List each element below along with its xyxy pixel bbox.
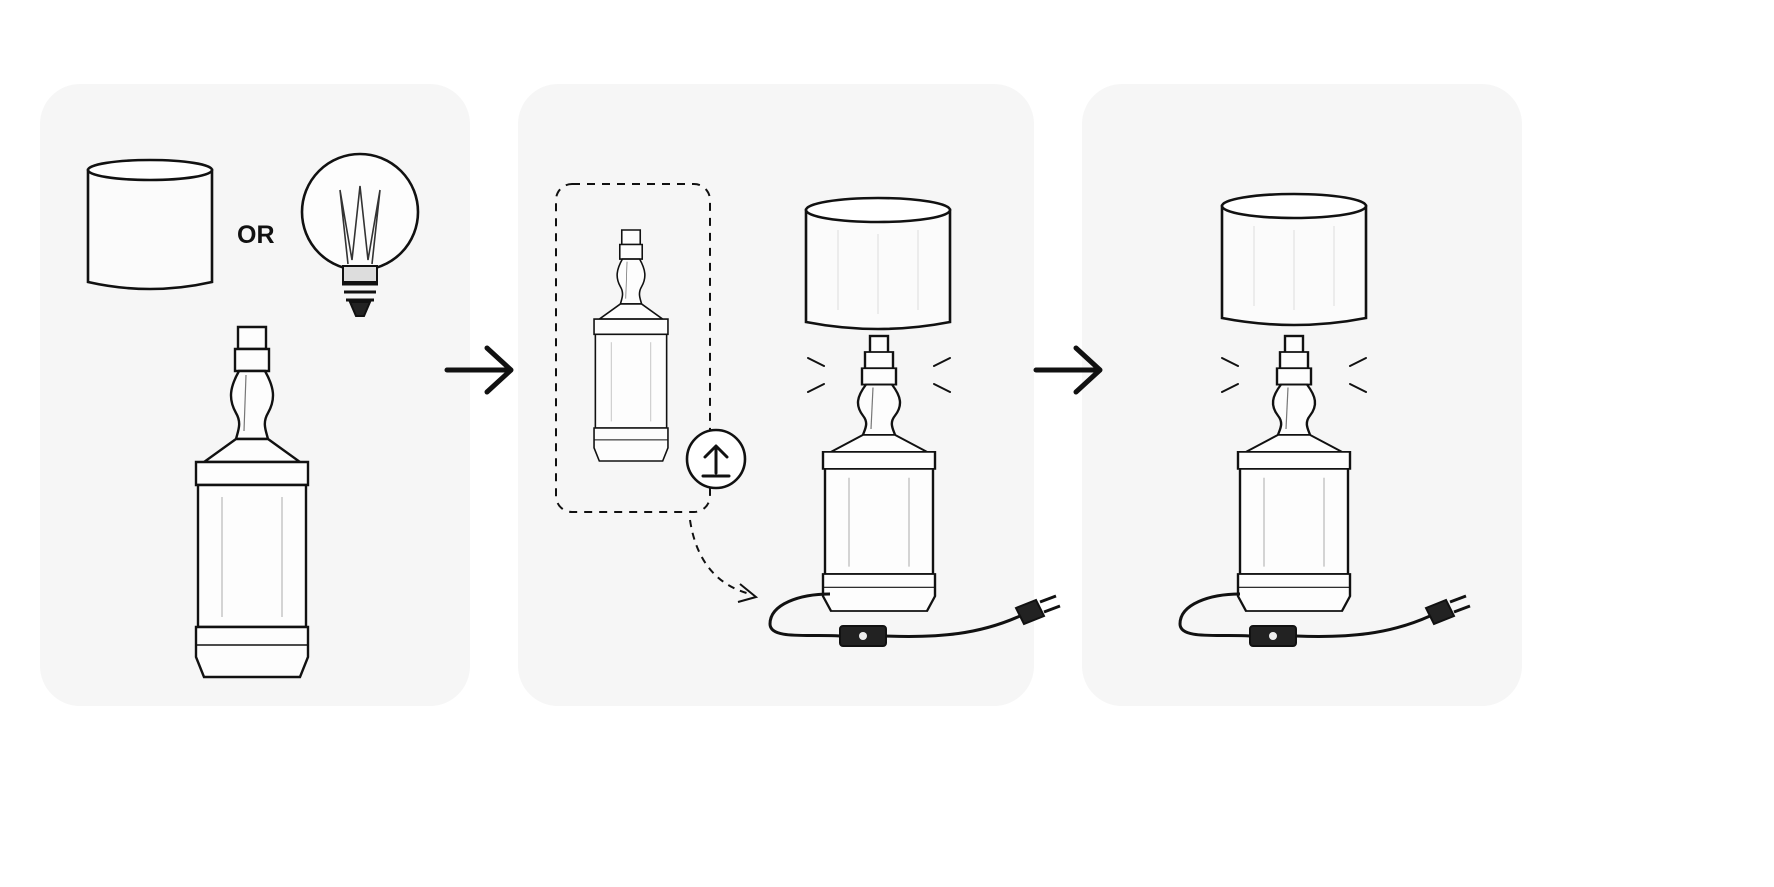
light-bulb-icon: [300, 152, 420, 317]
upload-icon: [685, 428, 747, 490]
connector-arrowhead: [737, 583, 759, 603]
or-label: OR: [237, 221, 275, 249]
bottle-lamp-icon: [804, 196, 952, 613]
lamp-shade-icon: [86, 158, 214, 291]
bottle-lamp-icon: [1220, 192, 1368, 613]
dashed-connector-arrow: [689, 519, 751, 595]
selection-frame: [555, 183, 711, 513]
